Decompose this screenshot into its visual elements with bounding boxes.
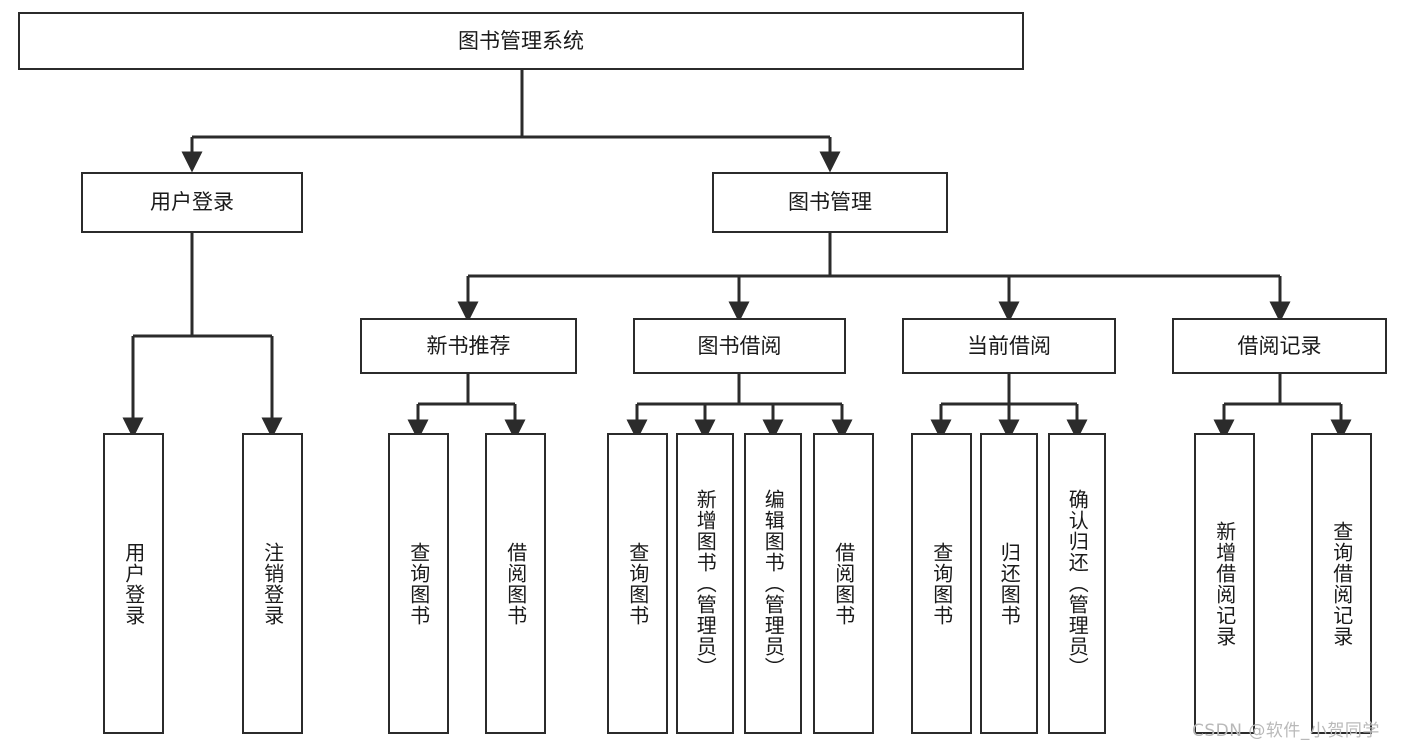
leaf-user-login[interactable]: 用户登录 [103,433,164,734]
leaf-return-book[interactable]: 归还图书 [980,433,1038,734]
node-label: 用户登录 [150,190,234,215]
node-label: 编辑图书（管理员） [761,489,786,678]
node-label: 借阅图书 [503,541,528,626]
node-label: 注销登录 [260,541,285,626]
node-label: 查询图书 [406,541,431,626]
node-label: 归还图书 [997,541,1022,626]
node-label: 图书管理系统 [458,28,584,53]
node-new-book-recommend[interactable]: 新书推荐 [360,318,577,374]
node-user-login[interactable]: 用户登录 [81,172,303,233]
node-label: 借阅图书 [831,541,856,626]
leaf-borrow-book-recommend[interactable]: 借阅图书 [485,433,546,734]
node-label: 用户登录 [121,541,146,626]
node-label: 图书管理 [788,190,872,215]
csdn-watermark: CSDN @软件_小贺同学 [1192,721,1380,741]
leaf-query-book-recommend[interactable]: 查询图书 [388,433,449,734]
node-label: 借阅记录 [1237,333,1322,358]
node-label: 新增图书（管理员） [693,489,718,678]
node-label: 新书推荐 [426,333,511,358]
node-label: 查询借阅记录 [1329,520,1354,647]
leaf-borrow-book-borrow[interactable]: 借阅图书 [813,433,874,734]
leaf-add-borrow-record[interactable]: 新增借阅记录 [1194,433,1255,734]
node-book-management[interactable]: 图书管理 [712,172,948,233]
node-label: 确认归还（管理员） [1065,489,1090,678]
node-current-borrow[interactable]: 当前借阅 [902,318,1116,374]
node-label: 查询图书 [929,541,954,626]
node-label: 新增借阅记录 [1212,520,1237,647]
node-borrow-record[interactable]: 借阅记录 [1172,318,1387,374]
node-root-book-management-system[interactable]: 图书管理系统 [18,12,1024,70]
leaf-add-book-admin[interactable]: 新增图书（管理员） [676,433,734,734]
node-label: 查询图书 [625,541,650,626]
leaf-confirm-return-admin[interactable]: 确认归还（管理员） [1048,433,1106,734]
node-book-borrow[interactable]: 图书借阅 [633,318,846,374]
node-label: 图书借阅 [697,333,782,358]
leaf-query-book-borrow[interactable]: 查询图书 [607,433,668,734]
leaf-query-borrow-record[interactable]: 查询借阅记录 [1311,433,1372,734]
leaf-logout-login[interactable]: 注销登录 [242,433,303,734]
leaf-query-book-current[interactable]: 查询图书 [911,433,972,734]
leaf-edit-book-admin[interactable]: 编辑图书（管理员） [744,433,802,734]
node-label: 当前借阅 [967,333,1051,358]
